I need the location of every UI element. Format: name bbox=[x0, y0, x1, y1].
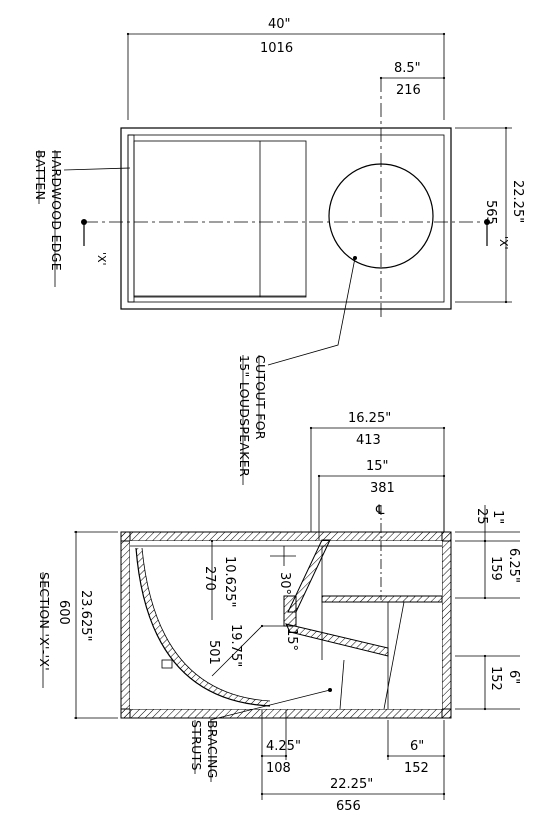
section-mark-left-label: 'X' bbox=[95, 252, 108, 266]
cutout-leader-dot bbox=[353, 256, 357, 260]
upper-right-in-label: 6.25" bbox=[506, 548, 521, 583]
upper-right-mm-label: 159 bbox=[488, 556, 503, 581]
bracing-note-line2: STRUTS bbox=[189, 720, 204, 771]
offset-in-label: 8.5" bbox=[394, 61, 421, 76]
inner-height-in-label: 10.625" bbox=[222, 556, 237, 607]
plan-outer-outline bbox=[120, 127, 452, 310]
hardwood-note-line1: HARDWOOD EDGE bbox=[49, 150, 64, 271]
inner-in-label: 15" bbox=[366, 459, 389, 474]
cutout-note-line2: 15" LOUDSPEAKER bbox=[237, 355, 252, 477]
hardwood-note-line2: BATTEN bbox=[33, 150, 48, 200]
depth-in-label: 22.25" bbox=[510, 180, 525, 223]
plan-batten-strip bbox=[127, 134, 135, 303]
bracing-strut-3 bbox=[383, 601, 405, 710]
height-mm-label: 600 bbox=[56, 600, 71, 625]
inner-height-mm-label: 270 bbox=[202, 566, 217, 591]
bottom-total-in-label: 22.25" bbox=[330, 777, 373, 792]
lower-right-in-label: 6" bbox=[506, 670, 521, 684]
panel-mm-label: 25 bbox=[474, 508, 489, 525]
section-right-wall bbox=[441, 531, 452, 719]
plan-inner-outline bbox=[127, 134, 445, 303]
radius-in-label: 19.75" bbox=[228, 624, 243, 667]
height-in-label: 23.625" bbox=[78, 590, 93, 641]
section-top-wall bbox=[120, 531, 452, 542]
bottom-right-in-label: 6" bbox=[410, 739, 424, 754]
inner-mm-label: 381 bbox=[370, 481, 395, 496]
angle-upper-label: 30° bbox=[277, 572, 292, 595]
bottom-left-in-label: 4.25" bbox=[266, 739, 301, 754]
top-mm-label: 413 bbox=[356, 433, 381, 448]
width-mm-label: 1016 bbox=[260, 41, 293, 56]
bracing-strut-4 bbox=[339, 659, 345, 710]
depth-mm-label: 565 bbox=[483, 200, 498, 225]
section-shelf bbox=[321, 595, 443, 603]
plan-chamber bbox=[133, 140, 307, 298]
bracing-leader-dot bbox=[328, 688, 332, 692]
hardwood-leader-line bbox=[63, 167, 131, 171]
panel-in-label: 1" bbox=[490, 510, 505, 524]
plan-view: 'X' 'X' 40" 1016 8.5" 216 22.25" 565 HAR… bbox=[33, 17, 525, 485]
bottom-left-mm-label: 108 bbox=[266, 761, 291, 776]
section-view: ℄ 30° 15° 19.75" 501 10.625" 270 16.25" … bbox=[37, 411, 521, 814]
width-in-label: 40" bbox=[268, 17, 291, 32]
cutout-leader-line bbox=[267, 257, 356, 366]
bottom-total-mm-label: 656 bbox=[336, 799, 361, 814]
baffle-joint-block bbox=[283, 595, 297, 627]
bottom-right-mm-label: 152 bbox=[404, 761, 429, 776]
section-mark-right-label: 'X' bbox=[497, 236, 510, 250]
offset-mm-label: 216 bbox=[396, 83, 421, 98]
radius-mm-label: 501 bbox=[206, 640, 221, 665]
section-title: SECTION 'X'-'X' bbox=[37, 572, 52, 671]
top-in-label: 16.25" bbox=[348, 411, 391, 426]
lower-right-mm-label: 152 bbox=[488, 666, 503, 691]
centerline-symbol: ℄ bbox=[375, 503, 385, 518]
angle-lower-label: 15° bbox=[284, 628, 299, 651]
section-left-wall bbox=[120, 531, 131, 719]
cutout-note-line1: CUTOUT FOR bbox=[253, 355, 268, 440]
horn-brace-block bbox=[161, 659, 173, 669]
bracing-leader-line bbox=[209, 689, 331, 721]
bracing-note-line1: BRACING bbox=[205, 720, 220, 779]
radius-leader-line bbox=[211, 624, 264, 677]
